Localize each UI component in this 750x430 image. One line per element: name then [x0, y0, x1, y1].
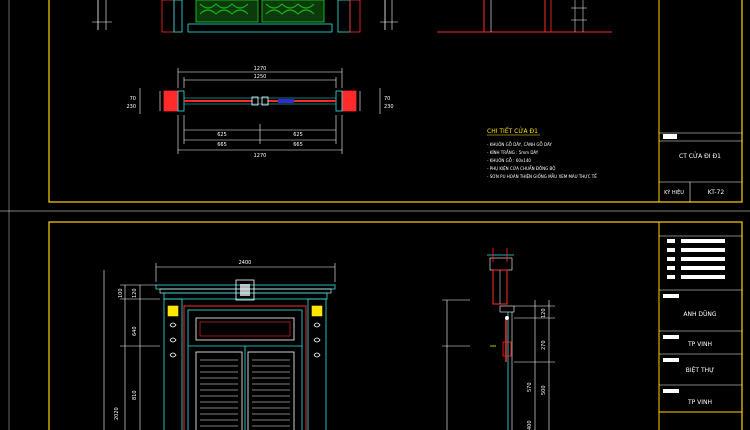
top-title-block: CT CỬA ĐI Đ1 KÝ HIỆU KT-72 [659, 132, 742, 202]
note-line: - SƠN PU HOÀN THIỆN GIỐNG MẪU XEM MÀU TH… [487, 173, 597, 179]
dim-left: 640 [132, 326, 138, 336]
door-notes: CHI TIẾT CỬA Đ1 - KHUÔN GỖ DÀY, CÁNH GỖ … [487, 127, 597, 179]
note-line: - PHỤ KIỆN CỬA CHUẨN ĐỒNG BỘ [487, 166, 555, 171]
dim-right: 120 [541, 308, 547, 318]
dim-left: 2020 [114, 407, 120, 420]
dim-left: 810 [132, 390, 138, 400]
bottom-sheet-frame [48, 221, 743, 430]
dim-width: 2400 [239, 260, 252, 266]
note-line: - KHUÔN GỖ : 60x140 [487, 158, 531, 163]
owner-name: ANH DŨNG [683, 311, 717, 318]
dim-right-side-a: 70 [384, 96, 390, 102]
notes-title: CHI TIẾT CỬA Đ1 [487, 127, 538, 135]
drawing-code: KT-72 [708, 189, 725, 196]
dim-right-half: 625 [293, 132, 303, 138]
drawing-name: CT CỬA ĐI Đ1 [679, 152, 721, 160]
top-section-fragment [437, 0, 612, 33]
dim-left-half: 625 [217, 132, 227, 138]
dim-right-side-b: 230 [384, 104, 394, 110]
dim-left: 100 [118, 288, 124, 298]
dim-right: 270 [541, 340, 547, 350]
dim-overall-top: 1270 [254, 66, 267, 72]
top-sheet-frame [48, 0, 743, 203]
door-plan-section: 1270 1250 625 625 665 665 1270 70 230 70… [126, 66, 393, 159]
note-line: - KHUÔN GỖ DÀY, CÁNH GỖ DÀY [487, 142, 552, 147]
dim-right-lower: 665 [293, 142, 303, 148]
location-2: TP VINH [687, 399, 712, 406]
door-elevation: 2400 [103, 260, 336, 430]
dim-overall-bottom: 1270 [254, 153, 267, 159]
note-line: - KÍNH TRẮNG : 5mm DÀY [487, 150, 539, 155]
location-1: TP VINH [687, 341, 712, 348]
dim-left-side-b: 230 [126, 104, 136, 110]
dim-left-side-a: 70 [130, 96, 136, 102]
dim-inner-top: 1250 [254, 74, 267, 80]
dim-right: 500 [541, 385, 547, 395]
dim-right: 570 [527, 382, 533, 392]
dim-right: 400 [527, 420, 533, 430]
title-block-label: KÝ HIỆU [664, 188, 684, 196]
top-elevation-fragment [92, 0, 398, 33]
dim-left-lower: 665 [217, 142, 227, 148]
dim-left: 120 [132, 288, 138, 298]
bottom-title-block: ANH DŨNG TP VINH BIỆT THỰ TP VINH [659, 235, 742, 413]
door-section: 120 270 500 570 400 [442, 248, 555, 430]
project-name: BIỆT THỰ [686, 366, 715, 374]
